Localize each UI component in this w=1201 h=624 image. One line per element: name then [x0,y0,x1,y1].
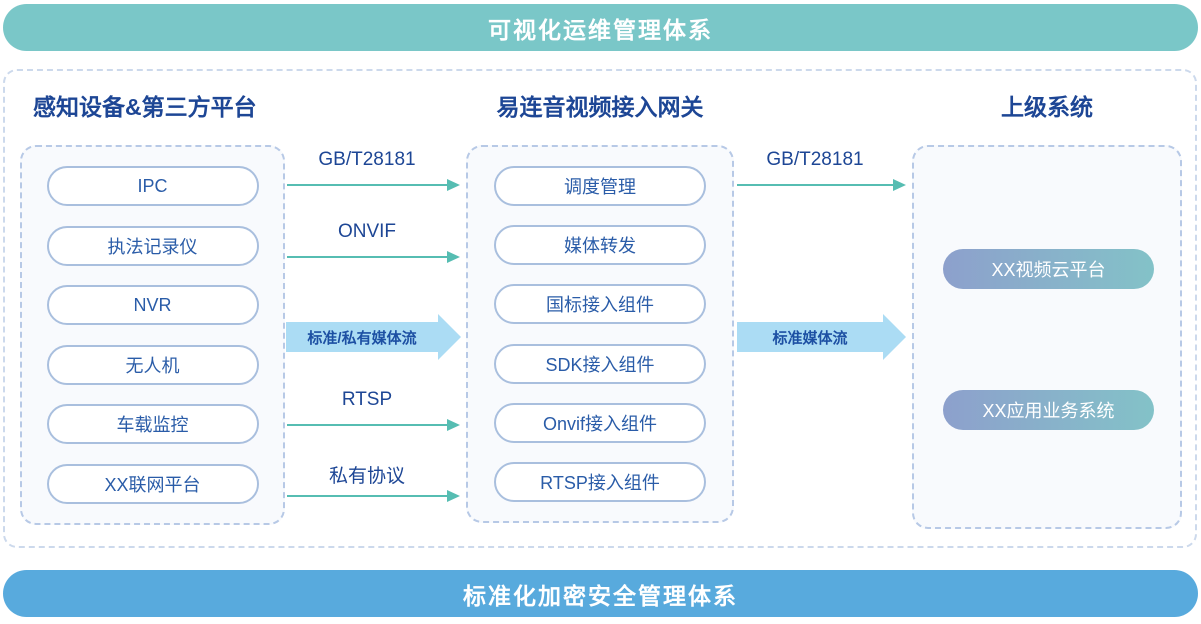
gateway-pill-gb-access: 国标接入组件 [494,284,706,325]
thick-arrow-std-private-media-stream: 标准/私有媒体流 [286,322,438,352]
gateway-pill-dispatch-mgmt: 调度管理 [494,166,706,207]
top-banner-visual-ops-system: 可视化运维管理体系 [3,4,1198,51]
middle-column-title: 易连音视频接入网关 [496,94,704,120]
left-group-devices: IPC 执法记录仪 NVR 无人机 车载监控 XX联网平台 [20,145,285,525]
device-pill-xx-network-platform: XX联网平台 [46,463,259,504]
device-pill-body-camera: 执法记录仪 [46,225,259,266]
arrow-private-protocol [287,495,447,497]
device-pill-ipc: IPC [46,166,259,207]
flow-label-rtsp: RTSP [341,389,393,410]
flow-label-private-protocol: 私有协议 [328,466,405,487]
arrow-gbt28181-left [287,184,447,186]
middle-pill-stack: 调度管理 媒体转发 国标接入组件 SDK接入组件 Onvif接入组件 RTSP接… [468,147,732,521]
arrow-gbt28181-right [737,184,893,186]
left-pill-stack: IPC 执法记录仪 NVR 无人机 车载监控 XX联网平台 [22,147,283,523]
thick-arrow-std-media-stream: 标准媒体流 [737,322,883,352]
gateway-pill-sdk-access: SDK接入组件 [494,343,706,384]
flow-label-gbt28181-right: GB/T28181 [766,149,864,170]
right-column-title: 上级系统 [1001,94,1093,120]
arrow-head-icon [447,251,460,263]
thick-arrow-head-icon [438,314,461,360]
arrow-rtsp [287,424,447,426]
device-pill-drone: 无人机 [46,344,259,385]
right-group-upper-systems: XX视频云平台 XX应用业务系统 [912,145,1182,529]
device-pill-nvr: NVR [46,285,259,326]
flow-label-onvif: ONVIF [337,221,397,242]
arrow-head-icon [893,179,906,191]
flow-label-gbt28181-left: GB/T28181 [318,149,416,170]
left-column-title: 感知设备&第三方平台 [33,94,257,120]
arrow-onvif [287,256,447,258]
middle-group-gateway: 调度管理 媒体转发 国标接入组件 SDK接入组件 Onvif接入组件 RTSP接… [466,145,734,523]
gateway-pill-rtsp-access: RTSP接入组件 [494,461,706,502]
arrow-head-icon [447,419,460,431]
arrow-head-icon [447,490,460,502]
upper-pill-app-business: XX应用业务系统 [943,390,1154,430]
gateway-pill-media-forward: 媒体转发 [494,225,706,266]
gateway-pill-onvif-access: Onvif接入组件 [494,402,706,443]
arrow-head-icon [447,179,460,191]
device-pill-vehicle-monitor: 车载监控 [46,404,259,445]
upper-pill-video-cloud: XX视频云平台 [943,249,1154,289]
thick-arrow-head-icon [883,314,906,360]
bottom-banner-security-system: 标准化加密安全管理体系 [3,570,1198,617]
